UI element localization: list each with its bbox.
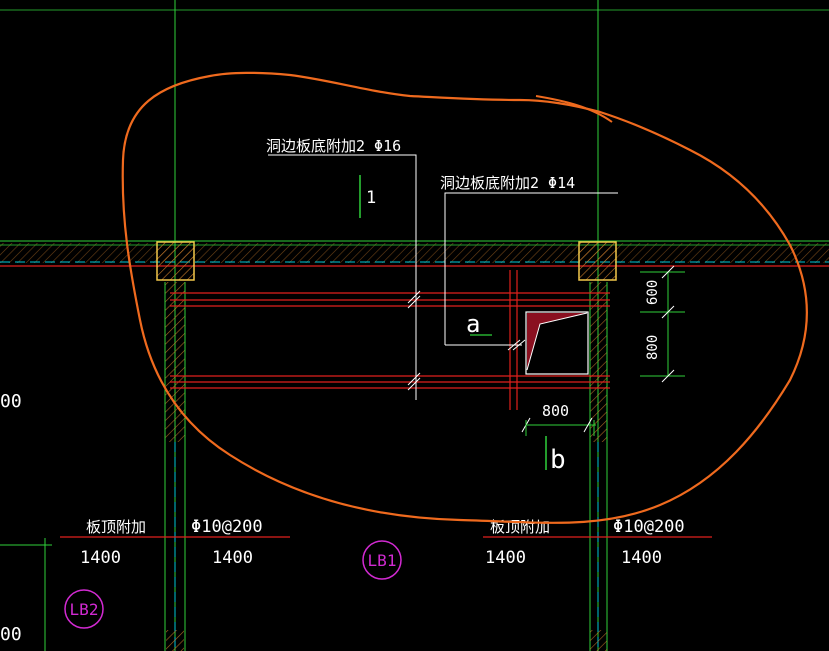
hole-marker-icon: [525, 311, 589, 375]
columns: [156, 241, 617, 281]
leaders: [268, 154, 618, 400]
annotation-circle: [121, 71, 809, 524]
rebar-lines: [170, 270, 610, 410]
label-phi-left: Φ10@200: [191, 517, 263, 537]
label-length-3: 1400: [485, 548, 526, 568]
label-phi-right: Φ10@200: [613, 517, 685, 537]
label-mark-a: a: [466, 310, 480, 338]
column-right: [578, 241, 617, 281]
label-hole-edge-16: 洞边板底附加2 Φ16: [266, 137, 401, 155]
slab-tag-lb2[interactable]: LB2: [64, 589, 104, 629]
label-length-4: 1400: [621, 548, 662, 568]
lb1-label: LB1: [368, 551, 397, 570]
label-mark-b: b: [550, 445, 566, 475]
leader-16: [268, 154, 417, 400]
label-hole-edge-14: 洞边板底附加2 Φ14: [440, 174, 575, 192]
dim-600-vertical: 600: [645, 280, 661, 305]
walls: [164, 282, 608, 651]
leader-14: [444, 192, 618, 345]
dim-800-vertical: 800: [645, 335, 661, 360]
slab-tag-lb1[interactable]: LB1: [362, 540, 402, 580]
annotation-tail: [535, 95, 613, 123]
dim-00-mid: 00: [0, 391, 22, 412]
dim-800-horizontal: 800: [542, 402, 569, 420]
label-length-1: 1400: [80, 548, 121, 568]
label-section-1: 1: [366, 188, 376, 208]
dim-00-bottom: 00: [0, 624, 22, 645]
label-slab-add-left: 板顶附加: [86, 518, 146, 536]
beam-band: [0, 240, 829, 267]
column-left: [156, 241, 195, 281]
text-labels: 洞边板底附加2 Φ16 洞边板底附加2 Φ14 1 a b 800 600 80…: [0, 137, 685, 645]
lb2-label: LB2: [70, 600, 99, 619]
dimension-lines: [0, 265, 685, 651]
label-length-2: 1400: [212, 548, 253, 568]
